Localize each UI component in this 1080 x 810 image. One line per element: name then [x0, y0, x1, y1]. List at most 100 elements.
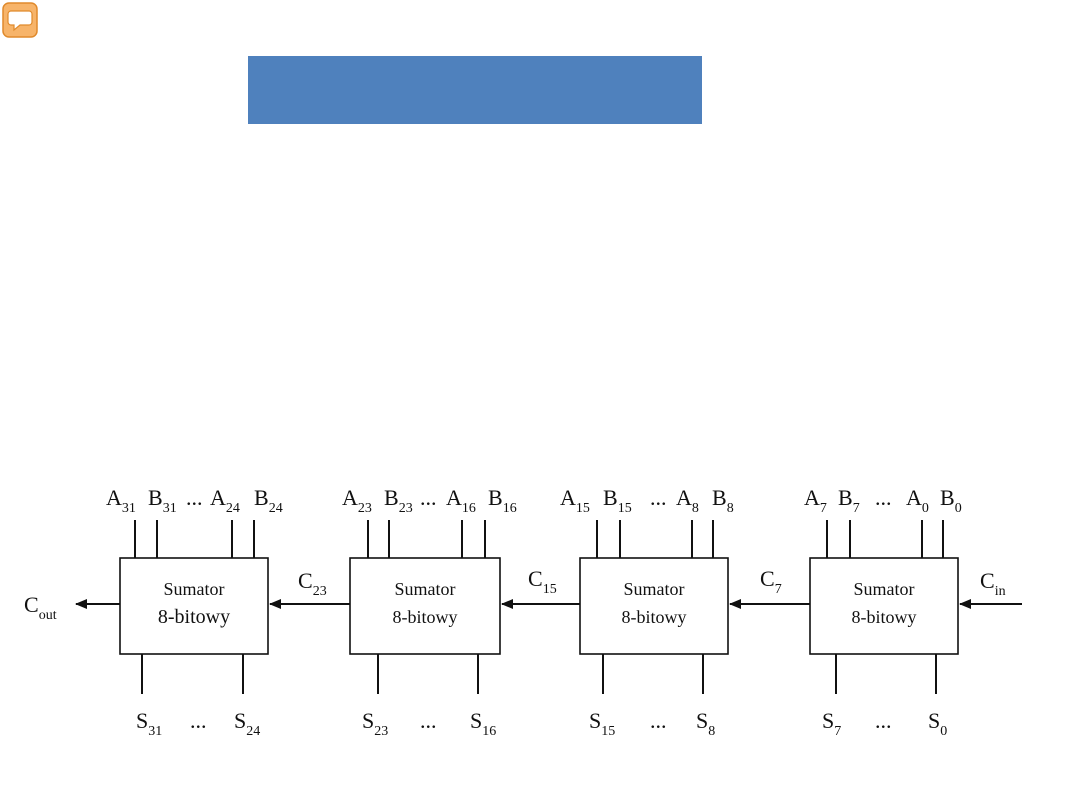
input-label-1-3-sub: 16 [462, 501, 476, 516]
output-label-0-2: S24 [234, 708, 260, 739]
input-label-3-1: B7 [838, 485, 860, 516]
input-label-3-4-sub: 0 [955, 501, 962, 516]
output-label-3-0-sub: 7 [834, 724, 841, 739]
output-label-0-2-sub: 24 [246, 724, 260, 739]
input-label-3-0: A7 [804, 485, 827, 516]
input-label-2-4-sub: 8 [727, 501, 734, 516]
output-label-2-2-sub: 8 [708, 724, 715, 739]
carry-label-0: Cout [24, 592, 57, 623]
output-label-0-1: ... [190, 708, 207, 733]
input-label-3-4-base: B [940, 485, 955, 510]
input-label-0-4-sub: 24 [269, 501, 283, 516]
input-label-1-4-sub: 16 [503, 501, 517, 516]
input-label-1-1-sub: 23 [399, 501, 413, 516]
output-label-0-0-base: S [136, 708, 148, 733]
input-label-0-0: A31 [106, 485, 136, 516]
output-label-2-0-sub: 15 [601, 724, 615, 739]
adder-box-1 [349, 557, 501, 655]
input-label-0-3: A24 [210, 485, 240, 516]
input-label-3-0-sub: 7 [820, 501, 827, 516]
input-label-0-2-base: ... [186, 485, 203, 510]
output-label-3-2-sub: 0 [940, 724, 947, 739]
output-label-0-0: S31 [136, 708, 162, 739]
input-label-2-0-base: A [560, 485, 576, 510]
carry-label-0-base: C [24, 592, 39, 617]
adder-label-line1-1: Sumator [395, 579, 456, 599]
input-label-2-3-sub: 8 [692, 501, 699, 516]
output-label-1-0-base: S [362, 708, 374, 733]
input-label-2-2: ... [650, 485, 667, 510]
carry-label-3-base: C [760, 566, 775, 591]
adder-label-line2-3: 8-bitowy [852, 607, 917, 627]
input-label-2-0: A15 [560, 485, 590, 516]
input-label-1-4-base: B [488, 485, 503, 510]
input-label-1-1-base: B [384, 485, 399, 510]
input-label-0-1: B31 [148, 485, 177, 516]
input-label-0-4: B24 [254, 485, 283, 516]
input-label-2-4-base: B [712, 485, 727, 510]
input-label-1-4: B16 [488, 485, 517, 516]
adder-box-2 [579, 557, 729, 655]
input-label-3-3: A0 [906, 485, 929, 516]
input-label-0-0-base: A [106, 485, 122, 510]
carry-label-1-sub: 23 [313, 584, 327, 599]
output-label-2-2: S8 [696, 708, 715, 739]
carry-label-2-base: C [528, 566, 543, 591]
input-label-0-3-sub: 24 [226, 501, 240, 516]
adder-label-line2-0: 8-bitowy [158, 606, 230, 628]
adder-label-line2-1: 8-bitowy [393, 607, 458, 627]
input-label-1-0: A23 [342, 485, 372, 516]
input-label-2-2-base: ... [650, 485, 667, 510]
input-label-0-1-sub: 31 [163, 501, 177, 516]
input-label-1-1: B23 [384, 485, 413, 516]
input-label-0-4-base: B [254, 485, 269, 510]
carry-label-1: C23 [298, 568, 327, 599]
input-label-2-1: B15 [603, 485, 632, 516]
adder-box-3 [809, 557, 959, 655]
input-label-1-2-base: ... [420, 485, 437, 510]
output-label-2-1-base: ... [650, 708, 667, 733]
input-label-2-4: B8 [712, 485, 734, 516]
carry-label-4-base: C [980, 568, 995, 593]
output-label-3-2: S0 [928, 708, 947, 739]
output-label-3-1-base: ... [875, 708, 892, 733]
input-label-2-1-base: B [603, 485, 618, 510]
output-label-0-1-base: ... [190, 708, 207, 733]
input-label-1-2: ... [420, 485, 437, 510]
carry-label-3: C7 [760, 566, 782, 597]
output-label-1-2-base: S [470, 708, 482, 733]
input-label-3-2: ... [875, 485, 892, 510]
input-label-0-3-base: A [210, 485, 226, 510]
input-label-3-0-base: A [804, 485, 820, 510]
carry-label-2: C15 [528, 566, 557, 597]
carry-label-4-sub: in [995, 584, 1006, 599]
input-label-1-0-sub: 23 [358, 501, 372, 516]
output-label-1-2: S16 [470, 708, 496, 739]
output-label-1-0-sub: 23 [374, 724, 388, 739]
output-label-2-0-base: S [589, 708, 601, 733]
carry-label-1-base: C [298, 568, 313, 593]
input-label-3-4: B0 [940, 485, 962, 516]
input-label-0-2: ... [186, 485, 203, 510]
carry-label-3-sub: 7 [775, 582, 782, 597]
output-label-3-0: S7 [822, 708, 841, 739]
output-label-1-2-sub: 16 [482, 724, 496, 739]
input-label-3-3-base: A [906, 485, 922, 510]
title-bar [248, 56, 702, 124]
output-label-3-1: ... [875, 708, 892, 733]
output-label-1-1: ... [420, 708, 437, 733]
output-label-1-0: S23 [362, 708, 388, 739]
input-label-1-0-base: A [342, 485, 358, 510]
speech-bubble-icon[interactable] [2, 2, 38, 38]
input-label-1-3: A16 [446, 485, 476, 516]
input-label-3-3-sub: 0 [922, 501, 929, 516]
input-label-2-3-base: A [676, 485, 692, 510]
input-label-0-1-base: B [148, 485, 163, 510]
input-label-2-3: A8 [676, 485, 699, 516]
input-label-0-0-sub: 31 [122, 501, 136, 516]
output-label-2-2-base: S [696, 708, 708, 733]
input-label-1-3-base: A [446, 485, 462, 510]
output-label-1-1-base: ... [420, 708, 437, 733]
input-label-3-1-base: B [838, 485, 853, 510]
